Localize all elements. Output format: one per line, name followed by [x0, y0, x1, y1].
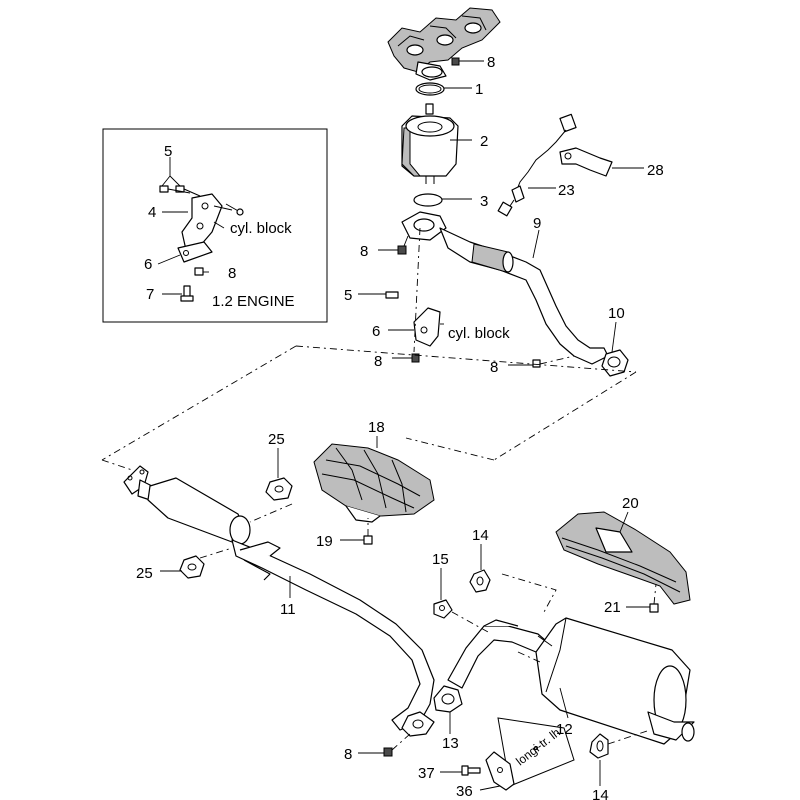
- oxygen-sensor: [497, 113, 577, 217]
- heat-shield-20: [555, 511, 691, 605]
- engine-label: 1.2 ENGINE: [212, 293, 295, 310]
- callout-36: 36: [456, 783, 473, 800]
- callout-8-lower: 8: [344, 746, 352, 763]
- rear-muffler: [517, 617, 695, 745]
- callout-18: 18: [368, 419, 385, 436]
- callout-14-top: 14: [472, 527, 489, 544]
- callout-5: 5: [164, 143, 172, 160]
- exhaust-manifold: [387, 7, 501, 81]
- gasket-10: [601, 349, 629, 377]
- callout-7: 7: [146, 286, 154, 303]
- pipe-nut-8: [383, 747, 393, 757]
- callout-37: 37: [418, 765, 435, 782]
- shield-nut-21: [649, 603, 659, 613]
- gasket-3: [413, 193, 443, 207]
- callout-6: 6: [144, 256, 152, 273]
- intermediate-pipe: [123, 465, 435, 737]
- callout-5-upper: 5: [344, 287, 352, 304]
- inset-1-2-engine: 5 4 6 8 7 cyl. block 1.2 ENGINE: [102, 128, 328, 323]
- heat-shield-18: [313, 443, 435, 523]
- callout-1: 1: [475, 81, 483, 98]
- inset-bolt-pair: [159, 185, 201, 197]
- upper-assembly: 8 1 2 28 3 23 9 8 5 6 cyl. block 8 10 8: [344, 7, 664, 377]
- callout-28: 28: [647, 162, 664, 179]
- inset-plate: [177, 241, 213, 263]
- callout-2: 2: [480, 133, 488, 150]
- inset-bracket: [181, 193, 223, 251]
- callout-8: 8: [228, 265, 236, 282]
- callout-13: 13: [442, 735, 459, 752]
- callout-20: 20: [622, 495, 639, 512]
- callout-4: 4: [148, 204, 156, 221]
- bracket-bolt: [385, 291, 399, 299]
- pipe-bracket: [413, 307, 441, 347]
- callout-9: 9: [533, 215, 541, 232]
- rear-connecting-pipe: [433, 619, 553, 713]
- hanger-rubber-25-top: [265, 477, 293, 501]
- callout-23: 23: [558, 182, 575, 199]
- callout-10: 10: [608, 305, 625, 322]
- inset-bolt: [180, 285, 194, 302]
- callout-8-manifold: 8: [487, 54, 495, 71]
- hanger-rubber-14-top: [469, 569, 491, 593]
- pipe-nut: [532, 359, 541, 368]
- callout-8-right: 8: [490, 359, 498, 376]
- cyl-block-label: cyl. block: [230, 220, 292, 237]
- callout-21: 21: [604, 599, 621, 616]
- callout-12: 12: [556, 721, 573, 738]
- callout-11: 11: [280, 601, 296, 618]
- callout-25-top: 25: [268, 431, 285, 448]
- connection-lines: [101, 345, 637, 613]
- callout-6-upper: 6: [372, 323, 380, 340]
- inset-nut: [194, 267, 204, 276]
- hanger-rubber-25-left: [179, 555, 205, 579]
- inset-frame: [102, 128, 328, 323]
- flange-nut: [397, 245, 407, 255]
- callout-14-bottom: 14: [592, 787, 609, 800]
- callout-25-left: 25: [136, 565, 153, 582]
- callout-8-bracket: 8: [374, 353, 382, 370]
- callout-8-flange: 8: [360, 243, 368, 260]
- hanger-rubber-14-bottom: [589, 733, 609, 759]
- catalytic-converter: [401, 103, 459, 184]
- cyl-block-label-upper: cyl. block: [448, 325, 510, 342]
- manifold-nut: [451, 57, 460, 66]
- callout-19: 19: [316, 533, 333, 550]
- sensor-bracket: [559, 147, 613, 177]
- shield-nut-19: [363, 535, 373, 545]
- bolt-37: [461, 765, 481, 776]
- lower-assembly: longi-tr. lh 25 18 20 19 14 25 15 11 21 …: [123, 419, 695, 800]
- front-pipe: [401, 211, 609, 365]
- hanger-bracket-36: [485, 751, 515, 791]
- hanger-clamp-15: [433, 599, 453, 619]
- callout-15: 15: [432, 551, 449, 568]
- callout-3: 3: [480, 193, 488, 210]
